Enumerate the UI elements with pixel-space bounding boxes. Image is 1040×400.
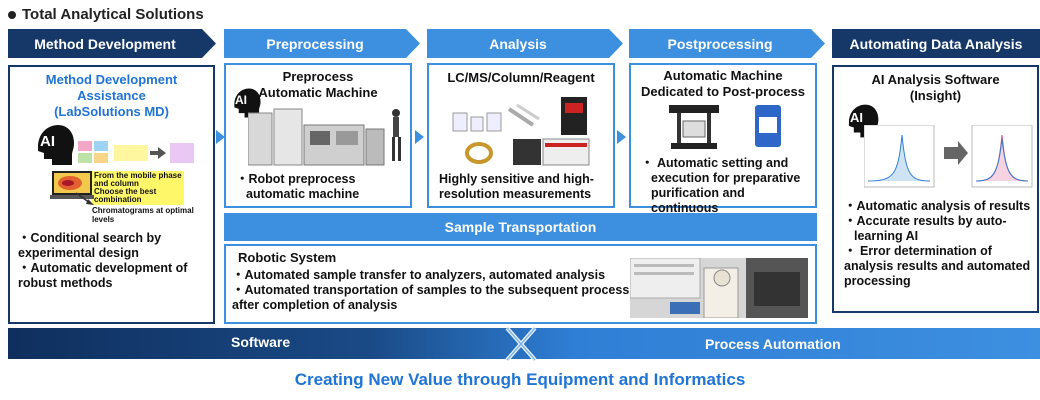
ai-box-heading-1: AI Analysis Software [871,72,1000,87]
stage-method-development: Method Development [8,29,216,58]
post-heading-1: Automatic Machine [663,68,783,83]
bullet-line: automatic machine [246,187,360,201]
note-box: From the mobile phase and column Choose … [92,171,184,205]
ai-head-icon: AI [230,87,262,119]
analysis-lines: Highly sensitive and high- resolution me… [439,172,594,202]
note-line: combination [94,195,142,204]
post-heading-2: Dedicated to Post-process [641,84,805,99]
stage-postprocessing: Postprocessing [629,29,825,58]
analysis-heading: LC/MS/Column/Reagent [447,70,595,85]
bullet-line: experimental design [18,246,139,260]
page-title: Total Analytical Solutions [8,6,204,23]
ai-label: AI [850,110,863,125]
ai-label: AI [40,133,55,150]
post-machine-image [669,103,789,151]
bullet-line: ・Automatic development of [18,261,188,275]
pre-heading-1: Preprocess [282,69,354,84]
stage-label: Analysis [489,35,547,52]
footer-tagline: Creating New Value through Equipment and… [294,370,746,389]
stage-analysis: Analysis [427,29,623,58]
sample-transport-banner: Sample Transportation [224,213,817,241]
robot-arm-image [629,257,808,319]
ai-label: AI [235,93,247,107]
chromatogram-image [863,124,1034,189]
text-line: ・Automatic analysis of results [844,199,1031,213]
stage-label: Automating Data Analysis [849,35,1023,52]
flow-arrow [617,130,626,144]
robotic-system-box: Robotic System ・Automated sample transfe… [224,244,817,324]
laptop-image [50,171,94,201]
text-line: ・Automated sample transfer to analyzers,… [232,268,606,282]
text-line: ・ Error determination of [844,244,992,258]
process-automation-label: Process Automation [705,336,841,352]
analysis-box: LC/MS/Column/Reagent Highly sensitive an… [427,63,615,208]
ai-head-icon: AI [32,123,76,167]
method-development-box: Method Development Assistance (LabSoluti… [8,65,215,324]
text-line: ・Accurate results by auto- [844,214,1007,228]
software-label: Software [231,334,291,350]
page-title-text: Total Analytical Solutions [22,6,204,23]
flow-arrow [216,130,225,144]
text-line: learning AI [854,229,919,243]
cross-icon [501,324,541,364]
robotic-lines: ・Automated sample transfer to analyzers,… [232,268,629,313]
method-heading-2: Assistance [77,88,146,103]
postprocessing-box: Automatic Machine Dedicated to Post-proc… [629,63,817,230]
flow-illustration [78,139,198,167]
text-line: ・Automated transportation of samples to … [232,283,630,297]
bullet-line: ・Robot preprocess [236,172,356,186]
arrow-icon [75,191,96,205]
text-line: execution for preparative [651,171,801,185]
bullet-dot [8,10,16,19]
bullet-line: robust methods [18,276,113,290]
note-line: Choose the best [94,187,157,196]
text-line: processing [844,274,911,288]
text-line: ・ Automatic setting and [641,156,789,170]
bullet-line: ・Conditional search by [18,231,162,245]
preprocessing-box: Preprocess Automatic Machine AI ・Robot p… [224,63,412,208]
text-line: resolution measurements [439,187,592,201]
ai-box-heading-2: (Insight) [909,88,962,103]
method-bullets: ・Conditional search by experimental desi… [18,231,187,291]
stage-label: Method Development [34,35,176,52]
pre-bullets: ・Robot preprocess automatic machine [236,172,359,202]
sample-transport-label: Sample Transportation [444,219,597,235]
robotic-heading: Robotic System [238,250,337,265]
preprocess-machine-image [247,105,408,167]
method-heading-3: (LabSolutions MD) [54,104,169,119]
stage-label: Preprocessing [266,35,364,52]
note-line: and column [94,179,139,188]
text-line: purification and continuous [651,186,745,215]
stage-preprocessing: Preprocessing [224,29,420,58]
pre-heading-2: Automatic Machine [258,85,378,100]
flow-arrow [415,130,424,144]
lcms-products-image [439,95,609,167]
note-line: From the mobile phase [94,171,182,180]
chromatogram-caption: Chromatograms at optimal levels [92,206,194,224]
text-line: analysis results and automated [844,259,1031,273]
text-line: Highly sensitive and high- [439,172,594,186]
ai-software-box: AI Analysis Software (Insight) AI ・Autom… [832,65,1039,313]
text-line: after completion of analysis [232,298,398,312]
stage-automating: Automating Data Analysis [832,29,1040,58]
ai-box-lines: ・Automatic analysis of results ・Accurate… [844,199,1030,289]
method-heading-1: Method Development [45,72,178,87]
stage-label: Postprocessing [667,35,773,52]
